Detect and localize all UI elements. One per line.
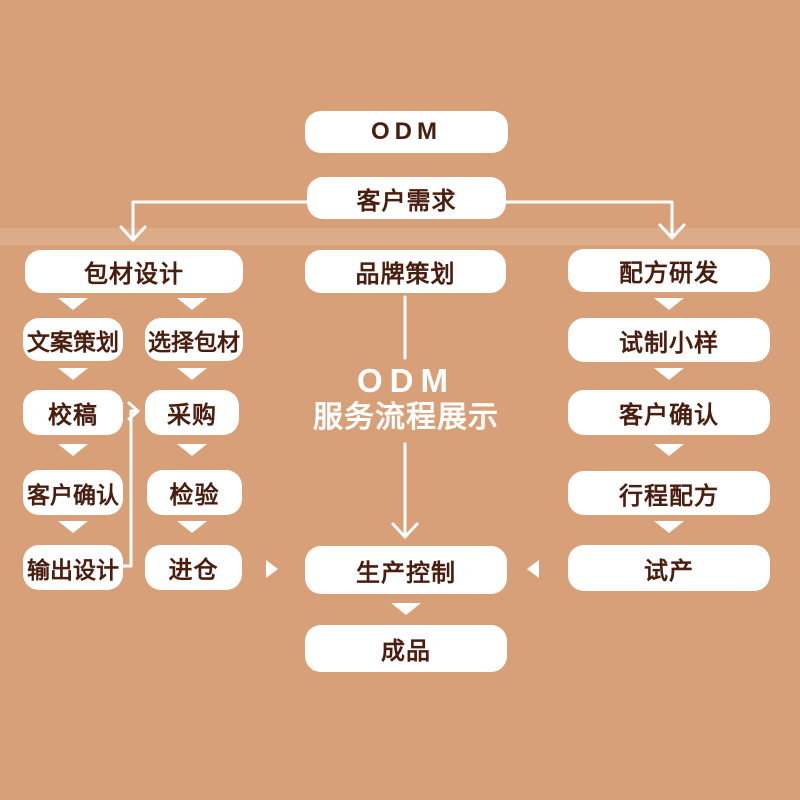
node-output-design: 输出设计: [23, 545, 123, 590]
node-formula-rd: 配方研发: [568, 249, 770, 292]
arrow-down-icon: [391, 603, 421, 615]
arrow-down-icon: [654, 444, 684, 456]
arrow-down-icon: [58, 298, 88, 310]
node-warehousing: 进仓: [145, 545, 242, 590]
headline-line1: ODM: [357, 362, 455, 399]
arrow-down-icon: [177, 298, 207, 310]
node-select-packaging: 选择包材: [145, 318, 243, 361]
arrow-down-icon: [58, 521, 88, 533]
path-customer-needs-to-packaging-design: [119, 200, 309, 242]
node-inspection: 检验: [147, 470, 242, 515]
arrow-down-icon: [654, 368, 684, 380]
arrow-right-icon: [266, 560, 278, 578]
node-brand-planning: 品牌策划: [305, 250, 506, 293]
background-highlight-band: [0, 228, 800, 245]
node-packaging-design: 包材设计: [25, 250, 243, 293]
node-finished-product: 成品: [305, 625, 507, 672]
node-proofreading: 校稿: [23, 390, 123, 435]
node-copywriting: 文案策划: [23, 318, 123, 361]
node-trial-production: 试产: [568, 545, 770, 591]
path-customer-needs-to-formula-rd: [504, 200, 686, 240]
node-trial-sample: 试制小样: [568, 318, 770, 362]
arrow-down-icon: [58, 368, 88, 380]
node-customer-needs: 客户需求: [307, 177, 506, 219]
arrow-down-icon: [177, 521, 207, 533]
arrow-down-icon: [177, 444, 207, 456]
node-odm: ODM: [305, 111, 508, 153]
path-output-design-to-procurement: [121, 401, 140, 568]
center-headline: ODM 服务流程展示: [305, 363, 507, 436]
node-process-formula: 行程配方: [568, 471, 770, 515]
node-procurement: 采购: [145, 390, 239, 435]
node-customer-confirm-right: 客户确认: [568, 390, 770, 435]
arrow-down-icon: [58, 444, 88, 456]
arrow-down-icon: [654, 298, 684, 310]
node-production-control: 生产控制: [305, 546, 507, 594]
arrow-left-icon: [527, 560, 539, 578]
node-customer-confirm-left: 客户确认: [23, 470, 123, 515]
headline-line2: 服务流程展示: [313, 401, 499, 434]
arrow-down-icon: [654, 521, 684, 533]
path-headline-to-production-control: [391, 442, 419, 539]
arrow-down-icon: [177, 368, 207, 380]
